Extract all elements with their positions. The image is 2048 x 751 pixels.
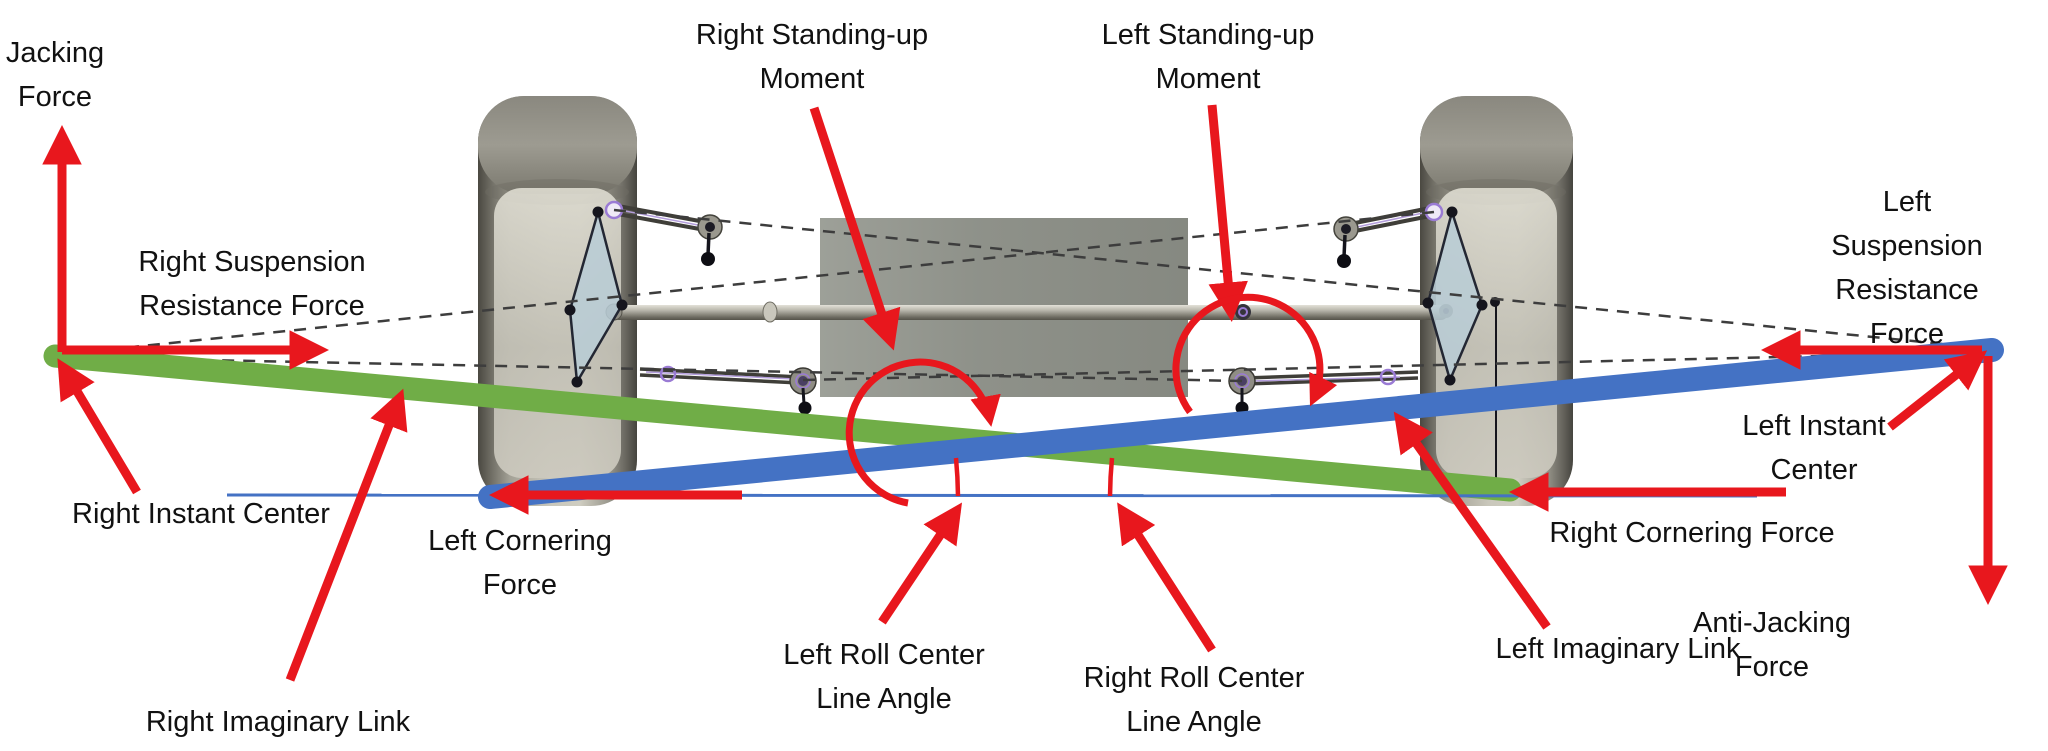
label-right-standing-up-moment: Right Standing-up Moment [695,19,929,95]
label-right-imaginary-link: Right Imaginary Link [145,706,411,738]
label-jacking-force: Jacking Force [5,37,105,113]
label-left-imaginary-link: Left Imaginary Link [1495,633,1741,665]
label-left-roll-center-line-angle: Left Roll Center Line Angle [783,639,985,715]
label-right-cornering-force: Right Cornering Force [1549,517,1835,549]
label-left-suspension-resistance-force: Left Suspension Resistance Force [1831,186,1983,350]
right-wheel-upright [564,206,628,388]
left-standing-up-moment-pointer-arrow [1207,104,1248,322]
label-left-standing-up-moment: Left Standing-up Moment [1101,19,1315,95]
left-instant-center-pointer-arrow [1887,350,1988,431]
label-right-instant-center: Right Instant Center [72,498,330,530]
label-left-instant-center: Left Instant Center [1742,410,1886,486]
right-instant-center-pointer-arrow [57,358,141,495]
axle-bar [605,301,1453,323]
left-roll-center-angle-arc [953,457,961,497]
label-right-roll-center-line-angle: Right Roll Center Line Angle [1083,662,1305,738]
right-standing-up-moment-pointer-arrow [809,106,901,351]
right-roll-center-angle-arc [1107,457,1115,497]
left-imaginary-link-pointer-arrow [1393,411,1551,630]
label-anti-jacking-force: Anti-Jacking Force [1693,607,1851,683]
right-imaginary-link-line [43,344,1522,502]
dashed-left-upper-to-right-ic [54,210,1435,357]
right-standing-up-moment-arc [845,358,1001,507]
ground-line [226,493,1758,498]
label-right-suspension-resistance-force: Right Suspension Resistance Force [138,246,366,322]
label-left-cornering-force: Left Cornering Force [428,525,612,601]
right-roll-center-angle-pointer-arrow [1117,502,1216,653]
left-imaginary-link-line [478,338,2004,509]
left-roll-center-angle-pointer-arrow [878,502,963,625]
dashed-left-lower-to-right-ic [54,355,1243,383]
left-standing-up-moment-arc [1172,293,1338,415]
right-imaginary-link-pointer-arrow [285,388,408,682]
